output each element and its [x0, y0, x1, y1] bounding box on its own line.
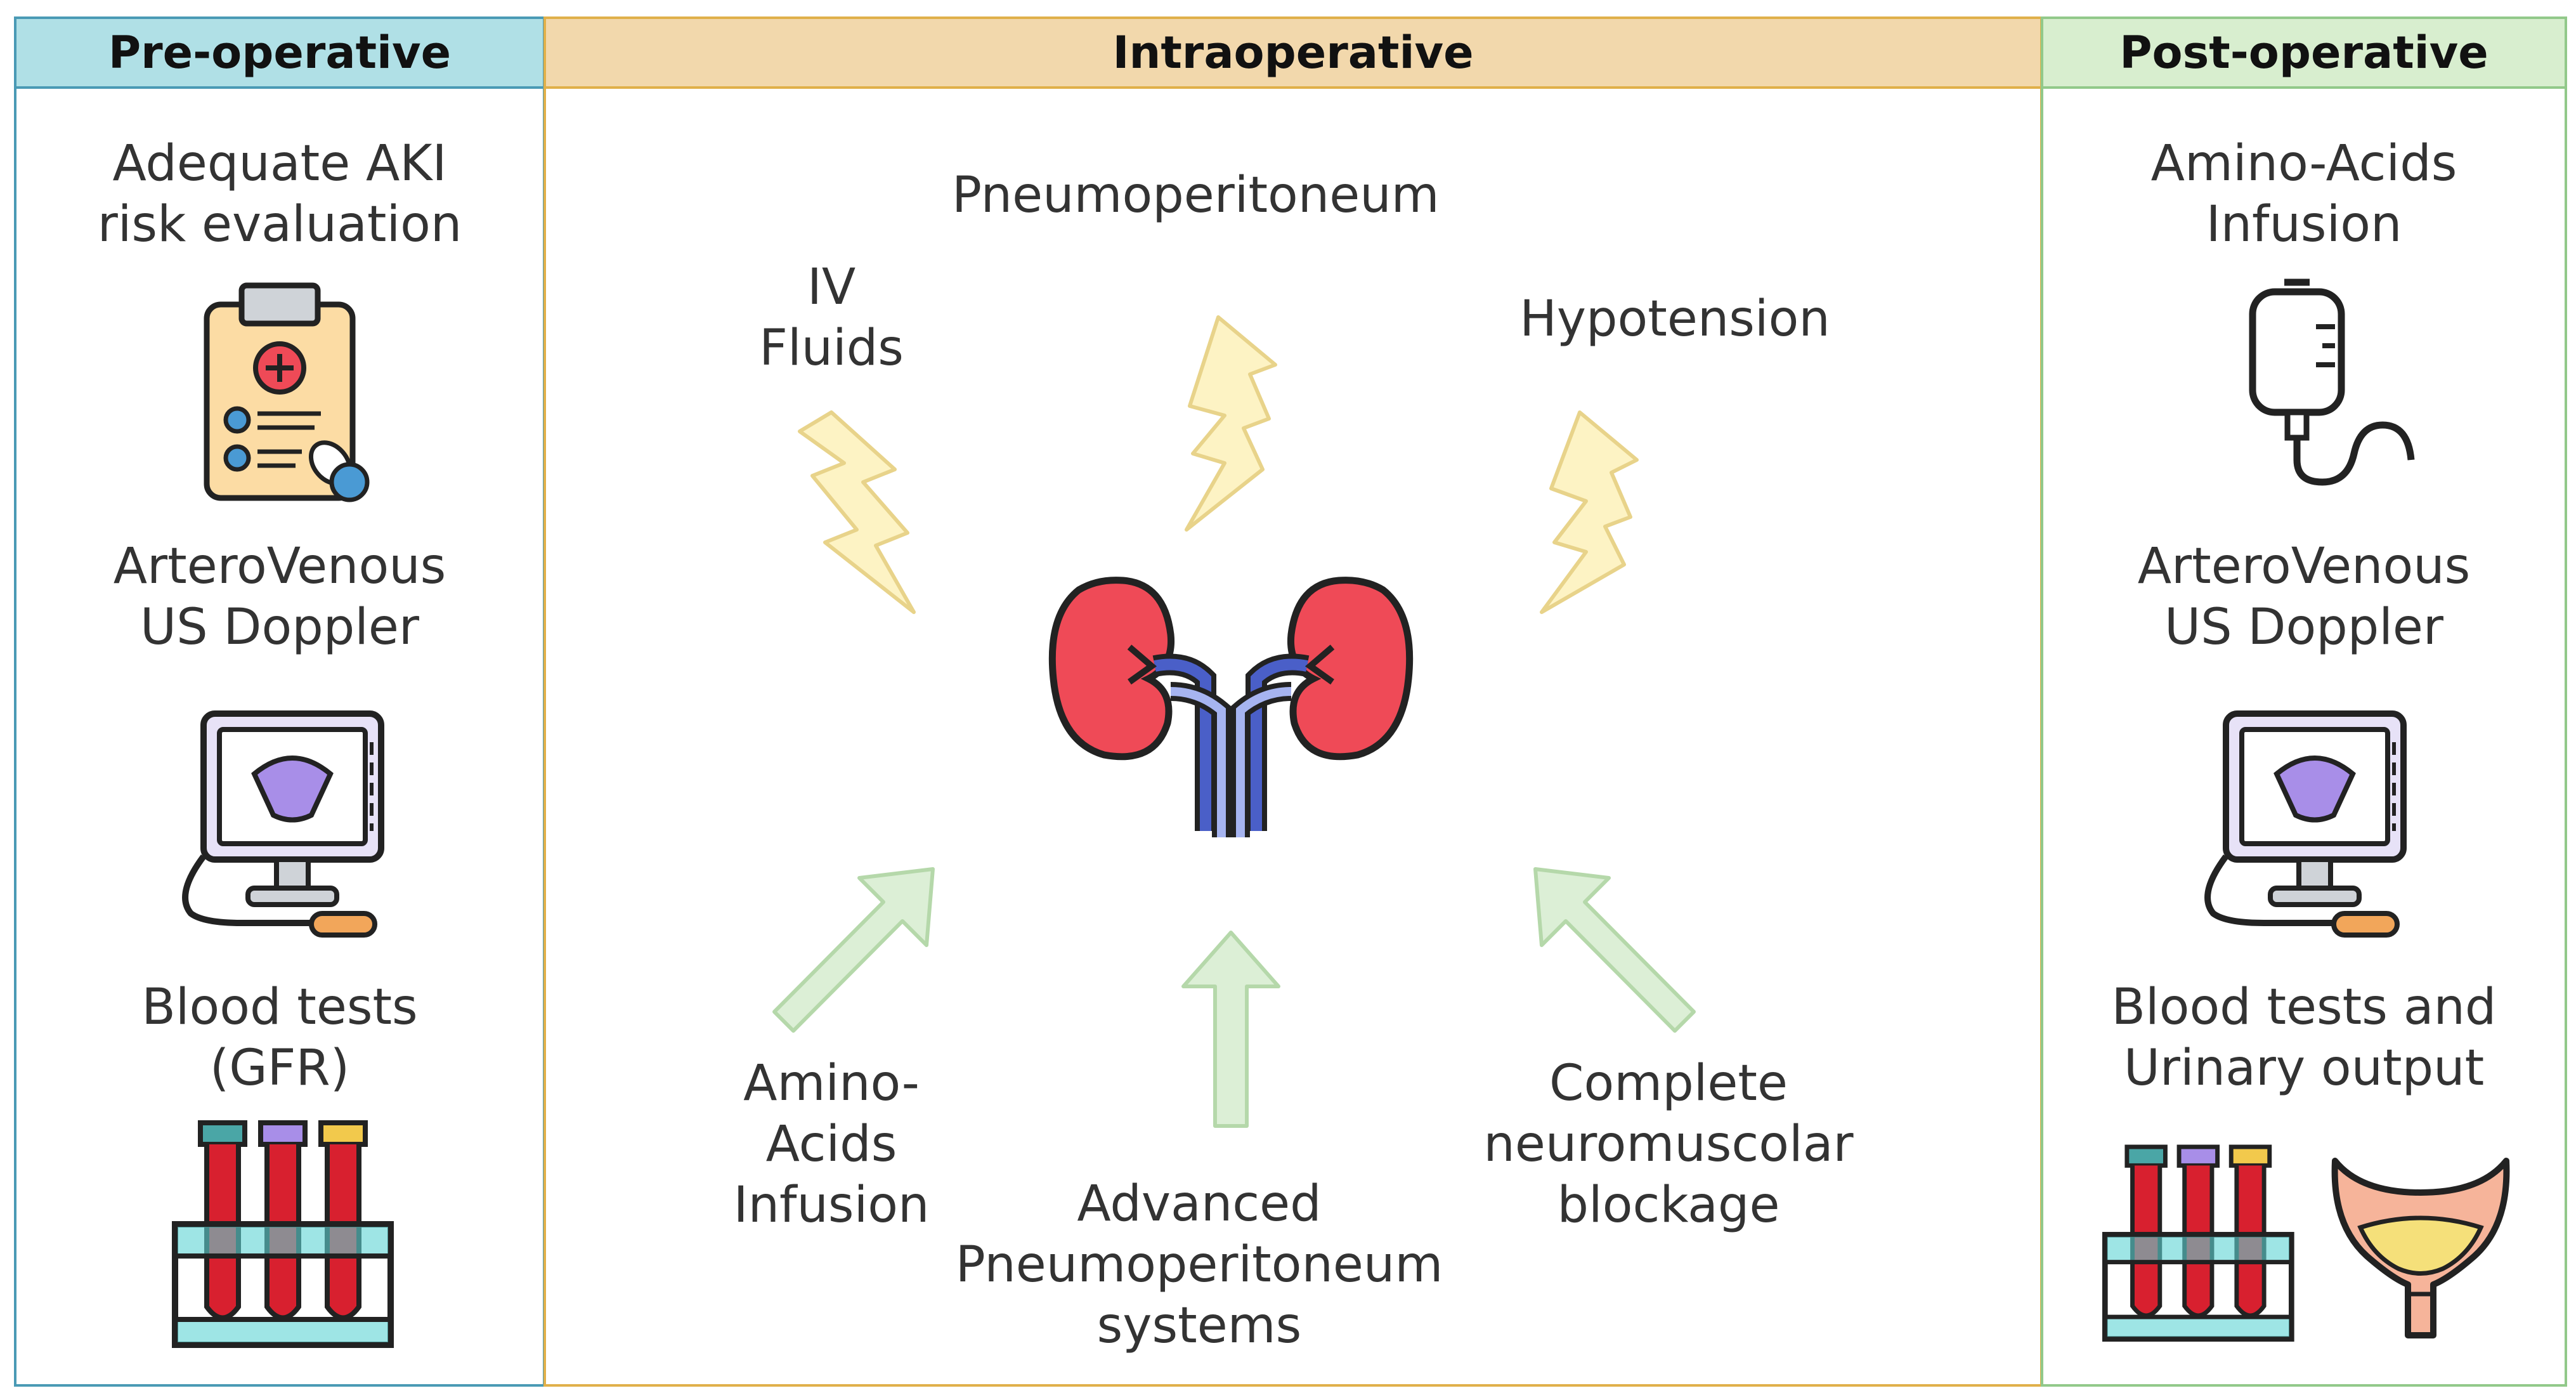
intraoperative-panel: Intraoperative Pneumoperitoneum IV Fluid… — [543, 16, 2043, 1387]
pneumoperitoneum-label: Pneumoperitoneum — [952, 167, 1440, 224]
advanced-pneumoperitoneum-label: Advanced Pneumoperitoneum systems — [955, 1175, 1443, 1354]
hypotension-label: Hypotension — [1519, 291, 1830, 348]
ultrasound-monitor-icon — [2204, 710, 2407, 938]
test-tubes-icon — [172, 1120, 394, 1348]
lightning-bolt-left-icon — [798, 410, 916, 614]
pre-operative-header: Pre-operative — [16, 19, 543, 89]
post-operative-header: Post-operative — [2043, 19, 2565, 89]
amino-acids-label: Amino- Acids Infusion — [733, 1055, 930, 1234]
post-blood-tests-label: Blood tests and Urinary output — [2111, 979, 2497, 1097]
pre-operative-panel: Pre-operative Adequate AKI risk evaluati… — [14, 16, 545, 1387]
kidneys-icon — [1048, 577, 1414, 837]
ultrasound-monitor-icon — [182, 710, 384, 938]
neuromuscolar-blockage-label: Complete neuromuscolar blockage — [1483, 1055, 1854, 1234]
post-doppler-label: ArteroVenous US Doppler — [2137, 538, 2471, 656]
post-operative-panel: Post-operative Amino-Acids Infusion Arte… — [2041, 16, 2567, 1387]
post-amino-acids-label: Amino-Acids Infusion — [2150, 135, 2457, 253]
arrow-right-icon — [1533, 867, 1696, 1033]
arrow-center-icon — [1181, 931, 1280, 1128]
pre-blood-tests-label: Blood tests (GFR) — [141, 979, 418, 1097]
lightning-bolt-top-icon — [1185, 315, 1277, 532]
pre-aki-risk-label: Adequate AKI risk evaluation — [97, 135, 462, 253]
iv-fluids-label: IV Fluids — [759, 259, 904, 377]
test-tubes-icon — [2102, 1144, 2294, 1342]
bladder-icon — [2331, 1158, 2510, 1338]
lightning-bolt-right-icon — [1540, 410, 1639, 614]
iv-bag-icon — [2249, 278, 2415, 486]
arrow-left-icon — [772, 867, 935, 1033]
clipboard-icon — [204, 282, 370, 502]
pre-doppler-label: ArteroVenous US Doppler — [113, 538, 446, 656]
intraoperative-header: Intraoperative — [546, 19, 2040, 89]
